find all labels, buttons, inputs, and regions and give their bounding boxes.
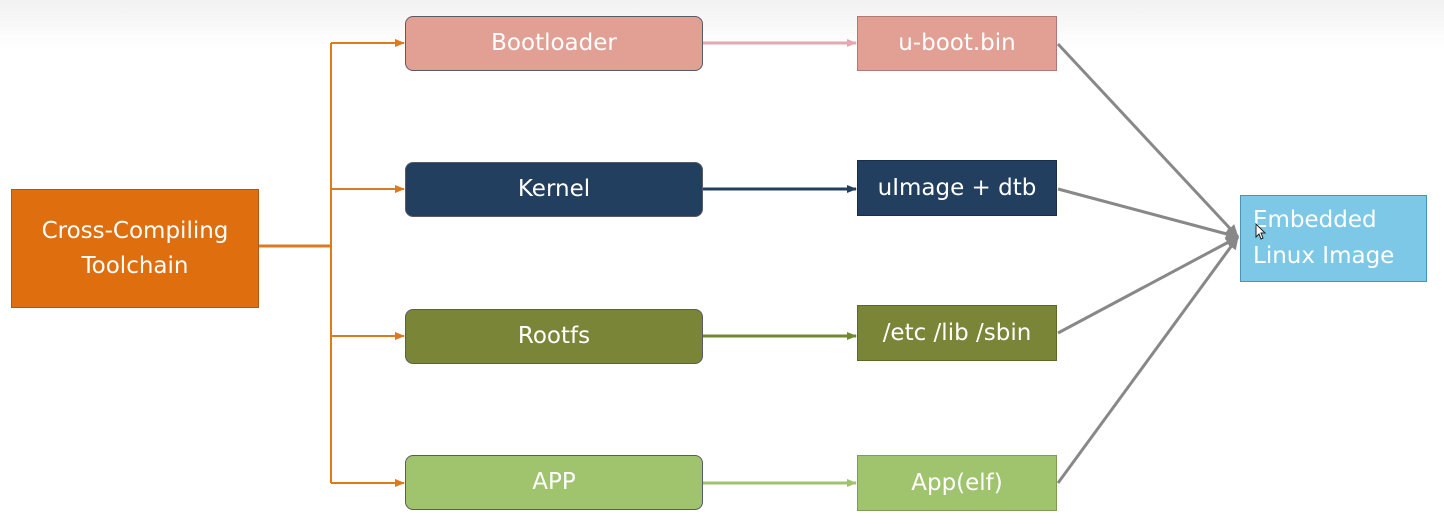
kernel-box: Kernel <box>405 162 703 217</box>
embedded-linux-image-box: Embedded Linux Image <box>1240 195 1427 282</box>
bootloader-label: Bootloader <box>491 30 617 57</box>
toolchain-label-line1: Cross-Compiling <box>41 218 229 244</box>
rootfs-dirs-box: /etc /lib /sbin <box>857 305 1057 361</box>
merge-arrow-rootfs <box>1057 235 1239 335</box>
merge-arrow-uboot <box>1056 42 1240 239</box>
toolchain-label-line2: Toolchain <box>81 252 189 279</box>
app-elf-label: App(elf) <box>911 469 1003 496</box>
uimage-dtb-box: uImage + dtb <box>857 160 1057 216</box>
rootfs-label: Rootfs <box>517 323 591 350</box>
app-elf-box: App(elf) <box>857 455 1057 511</box>
uboot-bin-box: u-boot.bin <box>857 16 1057 71</box>
app-label: APP <box>532 469 576 496</box>
kernel-label: Kernel <box>517 176 591 203</box>
uboot-bin-label: u-boot.bin <box>898 30 1016 57</box>
merge-arrow-uimage <box>1057 187 1239 240</box>
merge-arrow-app <box>1056 236 1240 484</box>
bootloader-box: Bootloader <box>405 16 703 71</box>
app-box: APP <box>405 455 703 510</box>
uimage-dtb-label: uImage + dtb <box>877 174 1037 201</box>
rootfs-box: Rootfs <box>405 309 703 364</box>
image-label-line2: Linux Image <box>1253 242 1395 269</box>
mouse-cursor-icon <box>1255 223 1267 240</box>
rootfs-dirs-label: /etc /lib /sbin <box>882 319 1032 346</box>
cross-compiling-toolchain-box: Cross-Compiling Toolchain <box>11 189 259 308</box>
image-label-line1: Embedded <box>1253 206 1377 233</box>
